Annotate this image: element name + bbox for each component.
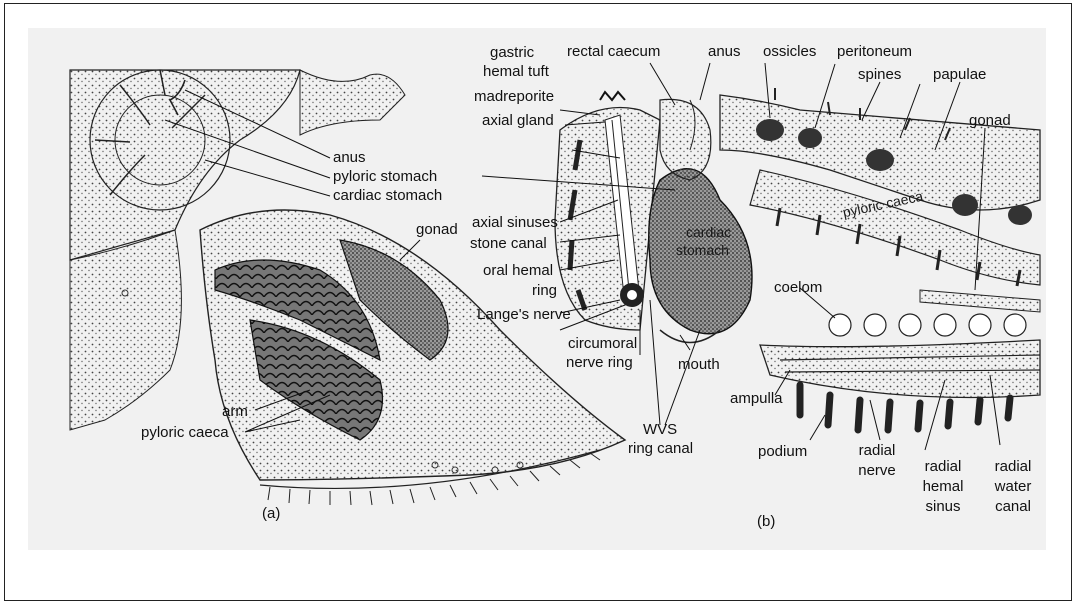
label-a-gonad: gonad bbox=[416, 221, 458, 238]
label-b-radial-hemal-1: radial bbox=[913, 458, 973, 475]
label-b-wvs: WVS bbox=[643, 421, 677, 438]
label-b-axial-sinuses: axial sinuses bbox=[472, 214, 558, 231]
label-b-hemal-tuft: hemal tuft bbox=[483, 63, 549, 80]
label-b-spines: spines bbox=[858, 66, 901, 83]
label-b-oral-hemal: oral hemal bbox=[483, 262, 553, 279]
label-b-anus: anus bbox=[708, 43, 741, 60]
label-b-radial-nerve-1: radial bbox=[847, 442, 907, 459]
label-b-madreporite: madreporite bbox=[474, 88, 554, 105]
caption-a: (a) bbox=[262, 505, 280, 522]
caption-b: (b) bbox=[757, 513, 775, 530]
label-b-axial-gland: axial gland bbox=[482, 112, 554, 129]
label-a-pyloric-stomach: pyloric stomach bbox=[333, 168, 437, 185]
label-b-podium: podium bbox=[758, 443, 807, 460]
label-a-anus: anus bbox=[333, 149, 366, 166]
label-b-radial-water-3: canal bbox=[983, 498, 1043, 515]
label-b-gastric: gastric bbox=[490, 44, 534, 61]
label-b-radial-hemal-3: sinus bbox=[913, 498, 973, 515]
label-b-coelom: coelom bbox=[774, 279, 822, 296]
label-b-stone-canal: stone canal bbox=[470, 235, 547, 252]
label-b-stomach: stomach bbox=[676, 242, 729, 259]
label-b-radial-water-2: water bbox=[983, 478, 1043, 495]
label-a-cardiac-stomach: cardiac stomach bbox=[333, 187, 442, 204]
label-b-gonad: gonad bbox=[969, 112, 1011, 129]
label-b-ampulla: ampulla bbox=[730, 390, 783, 407]
label-b-radial-hemal-2: hemal bbox=[913, 478, 973, 495]
label-b-cardiac: cardiac bbox=[686, 224, 731, 241]
label-b-ossicles: ossicles bbox=[763, 43, 816, 60]
label-b-radial-water-1: radial bbox=[983, 458, 1043, 475]
label-b-radial-nerve-2: nerve bbox=[847, 462, 907, 479]
label-b-rectal-caecum: rectal caecum bbox=[567, 43, 660, 60]
label-b-nerve-ring: nerve ring bbox=[566, 354, 633, 371]
label-b-ring: ring bbox=[532, 282, 557, 299]
label-b-papulae: papulae bbox=[933, 66, 986, 83]
label-b-circumoral: circumoral bbox=[568, 335, 637, 352]
label-a-arm: arm bbox=[222, 403, 248, 420]
label-a-pyloric-caeca: pyloric caeca bbox=[141, 424, 229, 441]
label-b-peritoneum: peritoneum bbox=[837, 43, 912, 60]
label-b-mouth: mouth bbox=[678, 356, 720, 373]
label-b-langes-nerve: Lange's nerve bbox=[477, 306, 571, 323]
label-b-ring-canal: ring canal bbox=[628, 440, 693, 457]
